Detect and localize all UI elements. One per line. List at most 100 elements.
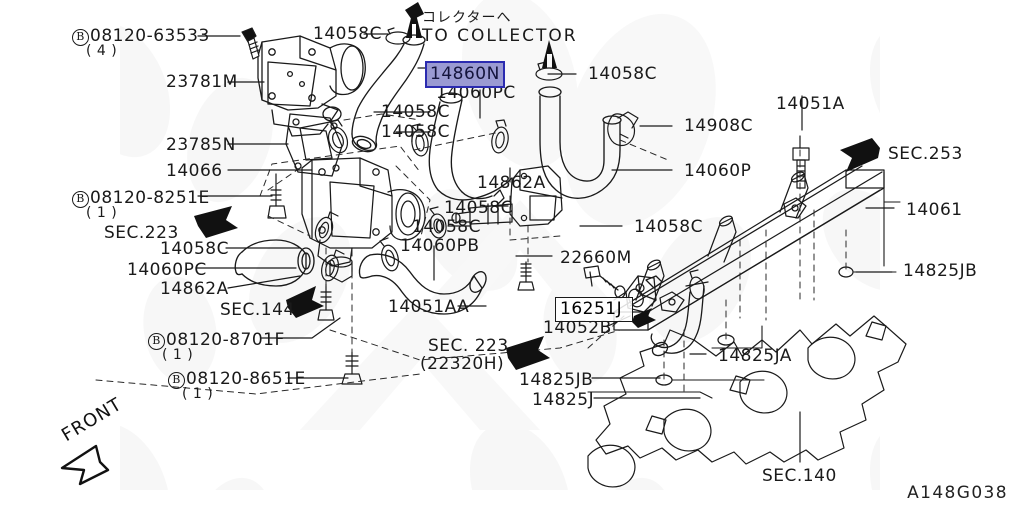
part-number-text: 14058C <box>412 217 481 237</box>
bullet-b-icon: B <box>72 29 89 46</box>
part-label-sec223[interactable]: SEC. 223 <box>428 336 509 356</box>
clamp-14060PB <box>379 237 399 272</box>
part-label-14060pc[interactable]: 14060PC <box>436 84 516 103</box>
part-label-14060pc[interactable]: 14060PC <box>127 261 207 280</box>
bolt-63533 <box>241 27 260 60</box>
part-number-text: 14051AA <box>388 297 470 317</box>
part-number-text: SEC.253 <box>888 144 963 164</box>
part-label-14825jb[interactable]: 14825JB <box>519 370 594 390</box>
part-label-23781m[interactable]: 23781M <box>166 72 238 92</box>
part-label-14058c[interactable]: 14058C <box>313 25 382 44</box>
part-number-text: 08120-8651E <box>186 369 306 389</box>
hose-14060PB <box>358 253 487 315</box>
part-number-text: SEC.223 <box>104 223 179 243</box>
part-number-text: 14058C <box>444 198 513 218</box>
part-label-14825j[interactable]: 14825J <box>532 391 594 410</box>
dashed-reference-lines <box>95 113 847 395</box>
bullet-b-icon: B <box>72 191 89 208</box>
part-label-14862a[interactable]: 14862A <box>477 173 546 193</box>
bolt-under-sensor <box>517 261 535 291</box>
part-number-text: SEC.140 <box>762 466 837 486</box>
part-number-text: 14058C <box>634 217 703 237</box>
quantity-text: ( 1 ) <box>182 386 214 402</box>
section-arrows <box>194 138 880 370</box>
part-label-sec144[interactable]: SEC.144 <box>220 300 295 320</box>
front-arrow <box>60 444 110 486</box>
part-label-14051aa[interactable]: 14051AA <box>388 297 470 317</box>
part-number-text: 14825JB <box>903 261 978 281</box>
bolt-8651E <box>341 351 363 385</box>
part-label-22660m[interactable]: 22660M <box>560 249 632 268</box>
part-label-14060p[interactable]: 14060P <box>684 162 751 181</box>
part-number-text: 14862A <box>477 173 546 193</box>
highlighted-part-number[interactable]: 14860N <box>425 61 505 88</box>
part-label-14066[interactable]: 14066 <box>166 161 223 181</box>
part-label-14061[interactable]: 14061 <box>906 200 963 220</box>
part-number-text: 14051A <box>776 94 845 114</box>
background-watermark <box>120 0 880 490</box>
quantity-text: ( 1 ) <box>86 205 118 221</box>
part-number-text: 08120-63533 <box>90 26 210 46</box>
clamp-14058C-mid <box>327 119 349 154</box>
part-label-14058c[interactable]: 14058C <box>381 102 450 122</box>
part-number-text: 08120-8251E <box>90 188 210 208</box>
bolt-14051A <box>792 135 810 189</box>
part-number-text: SEC.144 <box>220 300 295 320</box>
clamp-14058C-nozzle <box>429 206 447 239</box>
part-label-14862a[interactable]: 14862A <box>160 279 229 299</box>
clamp-left-hose-b <box>321 249 345 282</box>
part-number-text: 23781M <box>166 72 238 92</box>
to-collector-label-jp: コレクターへ <box>422 10 512 26</box>
part-label-sec223[interactable]: SEC.223 <box>104 223 179 243</box>
part-label-23785n[interactable]: 23785N <box>166 135 236 155</box>
part-label-14051a[interactable]: 14051A <box>776 94 845 114</box>
clamp-top-hose <box>385 27 411 45</box>
part-number-text: 14066 <box>166 161 223 181</box>
part-number-text: 14862A <box>160 279 229 299</box>
part-number-text: 14058C <box>160 239 229 259</box>
part-number-text: SEC. 223 <box>428 336 509 356</box>
part-label-14825ja[interactable]: 14825JA <box>718 346 792 366</box>
hose-14860N <box>428 92 513 201</box>
quantity-text: ( 4 ) <box>86 43 118 59</box>
quantity-text: ( 1 ) <box>162 347 194 363</box>
part-label-14825jb[interactable]: 14825JB <box>903 261 978 281</box>
part-number-text: 14058C <box>381 122 450 142</box>
part-number-text: 23785N <box>166 135 236 155</box>
part-number-text: 14061 <box>906 200 963 220</box>
part-number-text: 14052B <box>543 318 612 338</box>
part-label-14058c[interactable]: 14058C <box>634 217 703 237</box>
part-label-14058c[interactable]: 14058C <box>381 122 450 142</box>
part-label-14058c[interactable]: 14058C <box>588 64 657 84</box>
part-label-14058c[interactable]: 14058C <box>412 217 481 237</box>
part-number-text: 14825JA <box>718 346 792 366</box>
clip-14908C <box>607 111 639 147</box>
intake-manifold-SEC140 <box>587 315 907 488</box>
boxed-part-label-16251j[interactable]: 16251J <box>555 297 633 322</box>
bolt-8251E <box>267 173 287 219</box>
part-number-text: 14060PB <box>400 236 480 256</box>
part-number-text: 14058C <box>588 64 657 84</box>
part-label-14058c[interactable]: 14058C <box>444 198 513 218</box>
diagram-code: A148G038 <box>907 483 1008 503</box>
to-collector-label-en: TO COLLECTOR <box>422 26 578 46</box>
part-label-14052b[interactable]: 14052B <box>543 318 612 338</box>
part-label-22320h[interactable]: (22320H) <box>420 355 504 374</box>
egr-valve-assembly <box>257 35 366 137</box>
part-number-text: 14908C <box>684 116 753 136</box>
part-label-sec140[interactable]: SEC.140 <box>762 466 837 486</box>
bolt-8701F <box>317 283 335 321</box>
part-label-14060pb[interactable]: 14060PB <box>400 236 480 256</box>
part-number-text: 14825JB <box>519 370 594 390</box>
part-label-14058c[interactable]: 14058C <box>160 239 229 259</box>
part-label-14908c[interactable]: 14908C <box>684 116 753 136</box>
sensor-22660M <box>451 165 563 227</box>
fuel-hose-right <box>650 281 709 357</box>
part-label-sec253[interactable]: SEC.253 <box>888 144 963 164</box>
part-number-text: 14058C <box>381 102 450 122</box>
